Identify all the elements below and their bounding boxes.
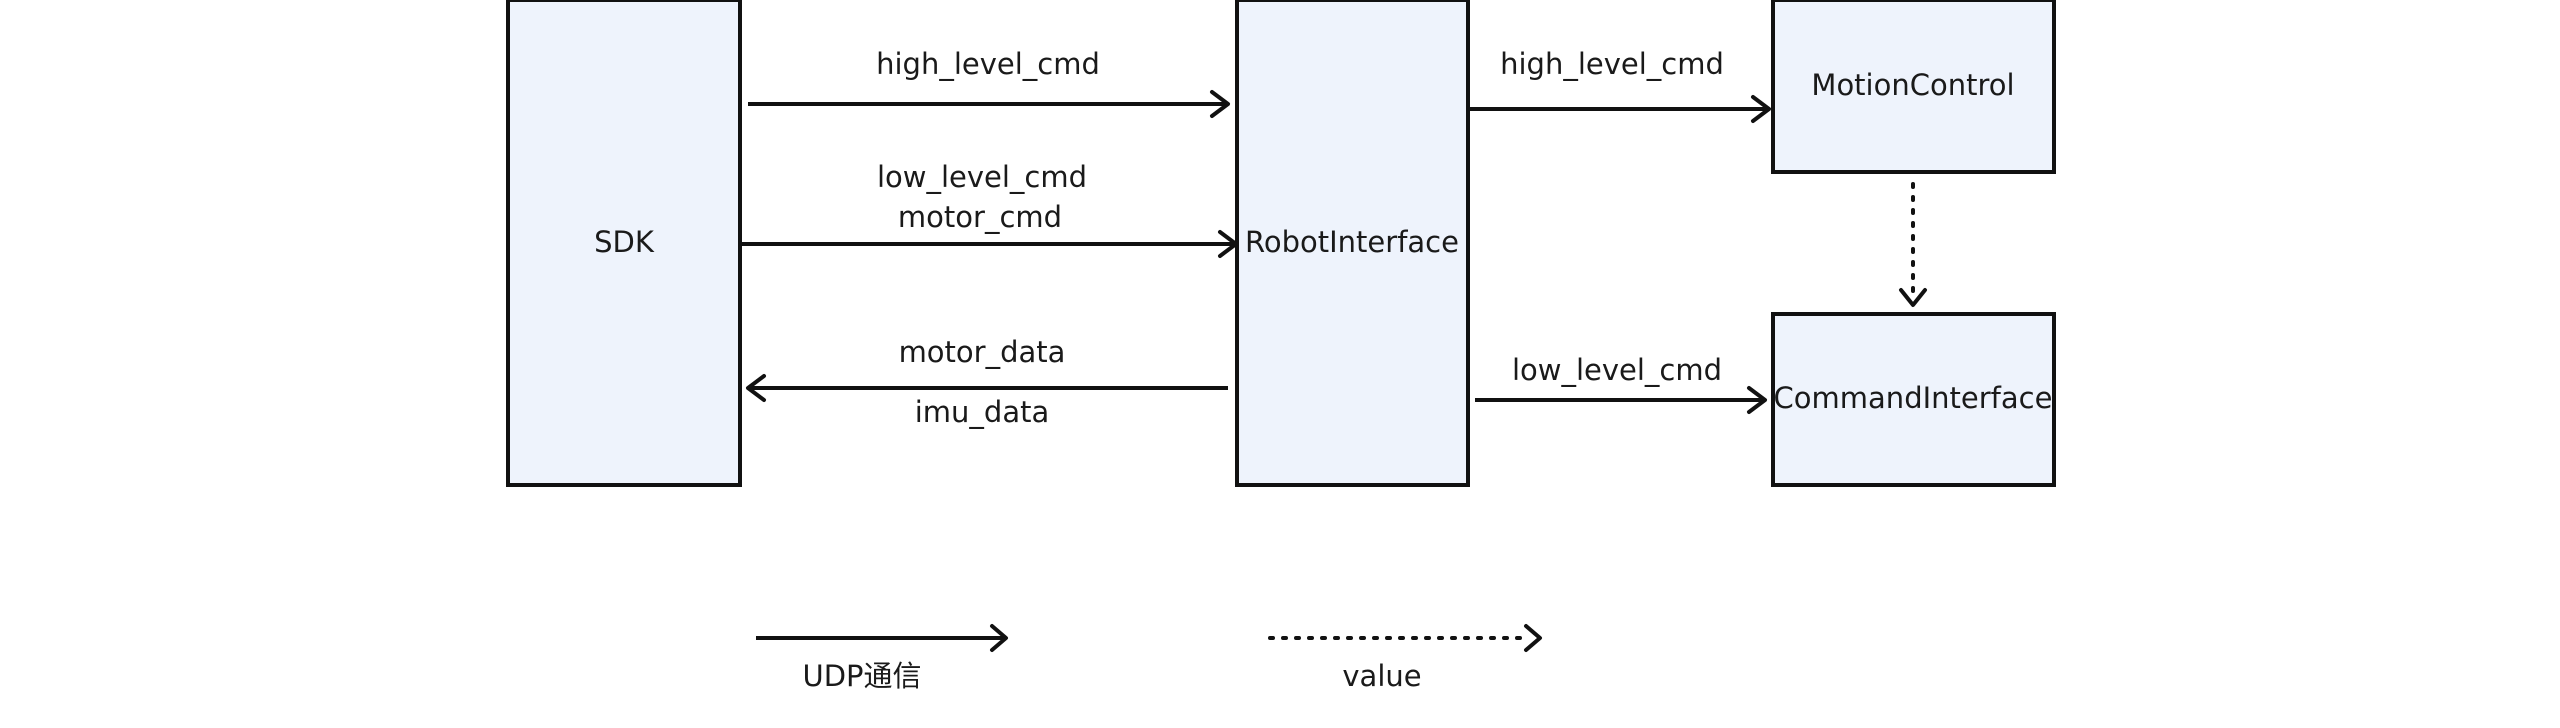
edge-sdk-to-robot-low: low_level_cmd motor_cmd <box>740 160 1238 258</box>
node-robot-interface: RobotInterface <box>1235 0 1470 487</box>
edge-sdk-to-robot-high-label: high_level_cmd <box>876 47 1100 81</box>
edge-sdk-to-robot-low-label-2: motor_cmd <box>898 200 1062 234</box>
arrow-head-icon <box>1524 624 1542 652</box>
arrow-head-icon <box>1751 95 1771 123</box>
edge-sdk-to-robot-high: high_level_cmd <box>748 47 1230 118</box>
edge-robot-to-sdk: motor_data imu_data <box>746 335 1228 429</box>
node-robot-interface-label: RobotInterface <box>1245 225 1459 259</box>
edge-motion-to-command <box>1899 182 1927 307</box>
node-motion-control-label: MotionControl <box>1811 68 2014 102</box>
node-command-interface: CommandInterface <box>1771 312 2056 487</box>
edge-robot-to-sdk-label-2: imu_data <box>915 395 1050 429</box>
edge-sdk-to-robot-low-label-1: low_level_cmd <box>877 160 1087 194</box>
node-motion-control: MotionControl <box>1771 0 2056 174</box>
arrow-head-icon <box>746 374 766 402</box>
node-command-interface-label: CommandInterface <box>1774 381 2053 415</box>
node-sdk-label: SDK <box>594 225 655 259</box>
legend: UDP通信 value <box>756 624 1542 693</box>
arrow-head-icon <box>1210 90 1230 118</box>
edge-robot-to-motion: high_level_cmd <box>1469 47 1771 123</box>
edge-robot-to-sdk-label-1: motor_data <box>899 335 1066 369</box>
edge-robot-to-command: low_level_cmd <box>1475 353 1767 414</box>
arrow-head-icon <box>1218 230 1238 258</box>
legend-solid: UDP通信 <box>756 624 1008 693</box>
edge-robot-to-command-label: low_level_cmd <box>1512 353 1722 387</box>
arrow-head-icon <box>990 624 1008 652</box>
legend-dotted-label: value <box>1342 659 1421 693</box>
legend-solid-label: UDP通信 <box>802 659 921 693</box>
edge-robot-to-motion-label: high_level_cmd <box>1500 47 1724 81</box>
legend-dotted: value <box>1268 624 1542 693</box>
arrow-head-icon <box>1747 386 1767 414</box>
node-sdk: SDK <box>506 0 742 487</box>
arrow-head-icon <box>1899 288 1927 307</box>
